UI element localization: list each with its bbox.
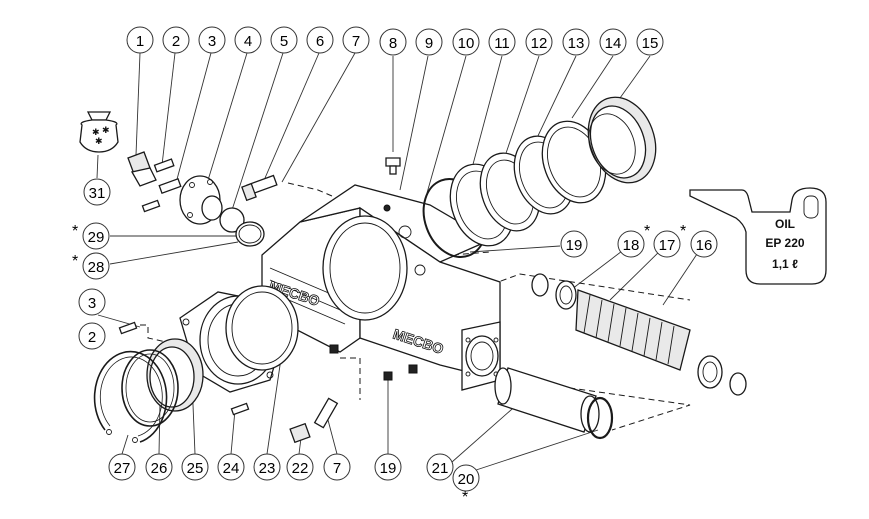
callout-3-label: 3 <box>208 33 216 50</box>
callout-9: 9 <box>415 28 443 56</box>
callout-7-label: 7 <box>352 33 360 50</box>
callout-7b: 7 <box>323 453 351 481</box>
callout-21-label: 21 <box>432 460 449 477</box>
callout-7: 7 <box>342 26 370 54</box>
oil-can-label: OIL EP 220 1,1 ℓ <box>689 187 827 285</box>
callout-12-label: 12 <box>531 35 548 52</box>
callout-17: 17 <box>653 230 681 258</box>
callout-7b-label: 7 <box>333 460 341 477</box>
callout-18-label: 18 <box>623 237 640 254</box>
vent-plug-8 <box>385 157 401 175</box>
callout-2b-label: 2 <box>88 329 96 346</box>
callout-1: 1 <box>126 26 154 54</box>
callout-1-label: 1 <box>136 33 144 50</box>
callout-19: 19 <box>560 230 588 258</box>
callout-29-label: 29 <box>88 229 105 246</box>
callout-3: 3 <box>198 26 226 54</box>
callout-19b: 19 <box>374 453 402 481</box>
asterisk-18: * <box>644 223 650 240</box>
callout-18: 18 <box>617 230 645 258</box>
callout-22-label: 22 <box>292 460 309 477</box>
grease-pouch-31: ✱ ✱ ✱ <box>79 111 119 153</box>
svg-text:✱: ✱ <box>92 127 100 137</box>
o-ring-20 <box>586 396 614 440</box>
callout-19-label: 19 <box>566 237 583 254</box>
callout-17-label: 17 <box>659 237 676 254</box>
callout-24-label: 24 <box>223 460 240 477</box>
callout-26-label: 26 <box>151 460 168 477</box>
callout-28-label: 28 <box>88 259 105 276</box>
callout-2: 2 <box>162 26 190 54</box>
callout-19b-label: 19 <box>380 460 397 477</box>
callout-5-label: 5 <box>280 33 288 50</box>
callout-22: 22 <box>286 453 314 481</box>
callout-bubbles: 1 2 3 4 5 6 7 8 9 10 11 12 13 14 15 31 2… <box>78 26 718 492</box>
callout-27: 27 <box>108 453 136 481</box>
bolt-22-7 <box>289 397 339 444</box>
callout-11-label: 11 <box>494 35 510 52</box>
callout-14: 14 <box>599 28 627 56</box>
o-ring-26 <box>121 349 179 427</box>
callout-6-label: 6 <box>316 33 324 50</box>
callout-9-label: 9 <box>425 35 433 52</box>
circlip-27 <box>93 350 168 443</box>
asterisk-28: * <box>72 253 78 270</box>
callout-20-label: 20 <box>458 471 475 488</box>
callout-21: 21 <box>426 453 454 481</box>
oil-label-line1: OIL <box>775 217 795 231</box>
callout-23: 23 <box>253 453 281 481</box>
asterisk-markers: * * * * * <box>72 223 686 506</box>
callout-4-label: 4 <box>244 33 252 50</box>
callout-25: 25 <box>181 453 209 481</box>
callout-5: 5 <box>270 26 298 54</box>
callout-16: 16 <box>690 230 718 258</box>
callout-20: 20 <box>452 464 480 492</box>
callout-24: 24 <box>217 453 245 481</box>
callout-27-label: 27 <box>114 460 131 477</box>
small-screw-2-3 <box>118 321 250 416</box>
callout-28: 28 <box>82 252 110 280</box>
callout-23-label: 23 <box>259 460 276 477</box>
oil-label-line3: 1,1 ℓ <box>772 257 798 271</box>
callout-6: 6 <box>306 26 334 54</box>
leader-lines <box>96 52 704 473</box>
callout-15: 15 <box>636 28 664 56</box>
asterisk-29: * <box>72 223 78 240</box>
callout-25-label: 25 <box>187 460 204 477</box>
callout-16-label: 16 <box>696 237 713 254</box>
callout-13-label: 13 <box>568 35 585 52</box>
callout-4: 4 <box>234 26 262 54</box>
callout-10-label: 10 <box>458 35 475 52</box>
callout-8: 8 <box>379 28 407 56</box>
svg-text:✱: ✱ <box>102 125 110 135</box>
callout-26: 26 <box>145 453 173 481</box>
threaded-cap-14-15 <box>587 96 657 184</box>
grease-fittings-1-2-3 <box>127 151 182 213</box>
worm-shaft-assembly <box>531 273 747 396</box>
callout-13: 13 <box>562 28 590 56</box>
callout-31: 31 <box>83 178 111 206</box>
asterisk-20: * <box>462 489 468 506</box>
callout-2b: 2 <box>78 322 106 350</box>
callout-2-label: 2 <box>172 33 180 50</box>
callout-29: 29 <box>82 222 110 250</box>
callout-3b: 3 <box>78 288 106 316</box>
callout-3b-label: 3 <box>88 295 96 312</box>
oil-label-line2: EP 220 <box>765 236 804 250</box>
callout-12: 12 <box>525 28 553 56</box>
asterisk-17: * <box>680 223 686 240</box>
callout-11: 11 <box>488 28 516 56</box>
lip-seal-25 <box>146 338 204 412</box>
sleeve-21 <box>494 367 600 433</box>
callout-31-label: 31 <box>89 185 106 202</box>
callout-8-label: 8 <box>389 35 397 52</box>
callout-15-label: 15 <box>642 35 659 52</box>
callout-14-label: 14 <box>605 35 622 52</box>
callout-10: 10 <box>452 28 480 56</box>
svg-text:✱: ✱ <box>95 136 103 146</box>
screw-6-7 <box>241 174 278 202</box>
flange-4-5 <box>179 175 265 247</box>
